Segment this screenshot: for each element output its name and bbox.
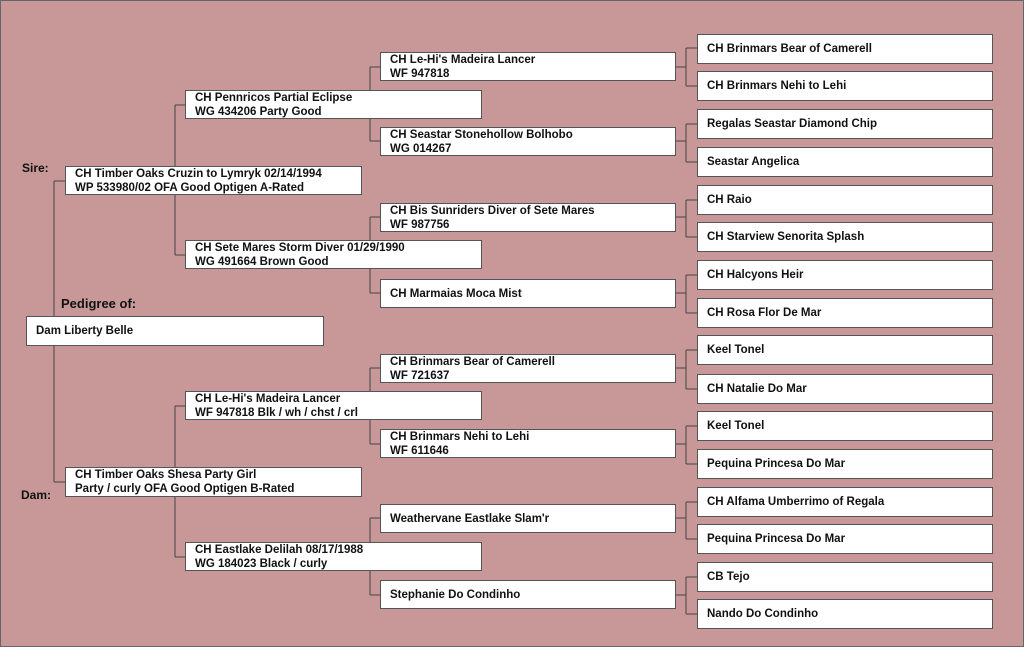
grandparent-box[interactable]: CH Eastlake Delilah 08/17/1988 WG 184023… (185, 542, 482, 571)
ancestor-details: WF 987756 (390, 218, 450, 231)
sire-box[interactable]: CH Timber Oaks Cruzin to Lymryk 02/14/19… (65, 166, 362, 195)
grandparent-box[interactable]: CH Le-Hi's Madeira Lancer WF 947818 Blk … (185, 391, 482, 420)
sire-details: WP 533980/02 OFA Good Optigen A-Rated (75, 181, 304, 194)
ancestor-name: Keel Tonel (707, 344, 765, 356)
gen4-box[interactable]: Pequina Princesa Do Mar (697, 449, 993, 479)
dam-name: CH Timber Oaks Shesa Party Girl (75, 469, 257, 481)
ancestor-details: WG 184023 Black / curly (195, 557, 328, 570)
grandparent-box[interactable]: CH Sete Mares Storm Diver 01/29/1990 WG … (185, 240, 482, 269)
gen4-box[interactable]: CB Tejo (697, 562, 993, 592)
gen4-box[interactable]: CH Brinmars Bear of Camerell (697, 34, 993, 64)
ancestor-details: WG 491664 Brown Good (195, 255, 329, 268)
sire-label: Sire: (22, 161, 49, 175)
ancestor-name: CH Le-Hi's Madeira Lancer (390, 53, 536, 66)
pedigree-of-label: Pedigree of: (61, 296, 137, 311)
ancestor-name: CH Brinmars Bear of Camerell (390, 355, 555, 368)
gen4-box[interactable]: CH Rosa Flor De Mar (697, 298, 993, 328)
ancestor-name: CH Seastar Stonehollow Bolhobo (390, 128, 573, 141)
ancestor-name: Weathervane Eastlake Slam'r (390, 512, 550, 525)
dam-box[interactable]: CH Timber Oaks Shesa Party Girl Party / … (65, 467, 362, 497)
gen4-box[interactable]: CH Natalie Do Mar (697, 374, 993, 404)
ancestor-name: CB Tejo (707, 571, 750, 583)
ancestor-details: WF 947818 Blk / wh / chst / crl (195, 406, 358, 419)
ancestor-name: CH Pennricos Partial Eclipse (195, 91, 353, 104)
subject-name: Dam Liberty Belle (36, 325, 134, 337)
ancestor-details: WF 721637 (390, 369, 450, 382)
gen4-box[interactable]: CH Alfama Umberrimo of Regala (697, 487, 993, 517)
gen4-box[interactable]: Nando Do Condinho (697, 599, 993, 629)
ancestor-name: CH Brinmars Nehi to Lehi (390, 430, 530, 443)
gen4-box[interactable]: Regalas Seastar Diamond Chip (697, 109, 993, 139)
gen4-box[interactable]: CH Brinmars Nehi to Lehi (697, 71, 993, 101)
gen4-box[interactable]: Keel Tonel (697, 411, 993, 441)
gen4-box[interactable]: Seastar Angelica (697, 147, 993, 177)
dam-details: Party / curly OFA Good Optigen B-Rated (75, 483, 295, 495)
ancestor-details: WF 611646 (390, 444, 449, 457)
great-grandparent-box[interactable]: Stephanie Do Condinho (380, 580, 676, 609)
great-grandparent-box[interactable]: CH Bis Sunriders Diver of Sete Mares WF … (380, 203, 676, 232)
grandparent-box[interactable]: CH Pennricos Partial Eclipse WG 434206 P… (185, 90, 482, 119)
ancestor-name: CH Raio (707, 194, 752, 206)
ancestor-name: Keel Tonel (707, 420, 765, 432)
great-grandparent-box[interactable]: Weathervane Eastlake Slam'r (380, 504, 676, 533)
ancestor-name: CH Rosa Flor De Mar (707, 307, 822, 319)
ancestor-name: CH Bis Sunriders Diver of Sete Mares (390, 204, 595, 217)
gen4-box[interactable]: Pequina Princesa Do Mar (697, 524, 993, 554)
gen4-box[interactable]: CH Raio (697, 185, 993, 215)
ancestor-name: CH Brinmars Bear of Camerell (707, 43, 872, 55)
ancestor-name: CH Natalie Do Mar (707, 383, 807, 395)
ancestor-details: WF 947818 (390, 67, 450, 80)
ancestor-name: CH Halcyons Heir (707, 269, 804, 281)
ancestor-name: Nando Do Condinho (707, 608, 819, 620)
gen4-box[interactable]: CH Starview Senorita Splash (697, 222, 993, 252)
dam-label: Dam: (21, 488, 52, 502)
ancestor-name: Seastar Angelica (707, 156, 800, 168)
ancestor-name: CH Alfama Umberrimo of Regala (707, 496, 885, 508)
ancestor-name: CH Marmaias Moca Mist (390, 287, 522, 300)
ancestor-details: WG 434206 Party Good (195, 105, 322, 118)
ancestor-name: CH Starview Senorita Splash (707, 231, 865, 243)
great-grandparent-box[interactable]: CH Seastar Stonehollow Bolhobo WG 014267 (380, 127, 676, 156)
great-grandparent-box[interactable]: CH Brinmars Nehi to Lehi WF 611646 (380, 429, 676, 458)
ancestor-name: Pequina Princesa Do Mar (707, 533, 846, 545)
gen4-box[interactable]: Keel Tonel (697, 335, 993, 365)
ancestor-name: CH Brinmars Nehi to Lehi (707, 80, 847, 92)
subject-box[interactable]: Dam Liberty Belle (26, 316, 324, 346)
sire-name: CH Timber Oaks Cruzin to Lymryk 02/14/19… (75, 167, 322, 180)
ancestor-name: Pequina Princesa Do Mar (707, 458, 846, 470)
ancestor-name: Regalas Seastar Diamond Chip (707, 118, 877, 130)
gen4-box[interactable]: CH Halcyons Heir (697, 260, 993, 290)
ancestor-details: WG 014267 (390, 142, 452, 155)
ancestor-name: CH Eastlake Delilah 08/17/1988 (195, 543, 364, 556)
ancestor-name: CH Sete Mares Storm Diver 01/29/1990 (195, 241, 405, 254)
great-grandparent-box[interactable]: CH Le-Hi's Madeira Lancer WF 947818 (380, 52, 676, 81)
ancestor-name: CH Le-Hi's Madeira Lancer (195, 392, 341, 405)
ancestor-name: Stephanie Do Condinho (390, 588, 521, 601)
great-grandparent-box[interactable]: CH Marmaias Moca Mist (380, 279, 676, 308)
great-grandparent-box[interactable]: CH Brinmars Bear of Camerell WF 721637 (380, 354, 676, 383)
